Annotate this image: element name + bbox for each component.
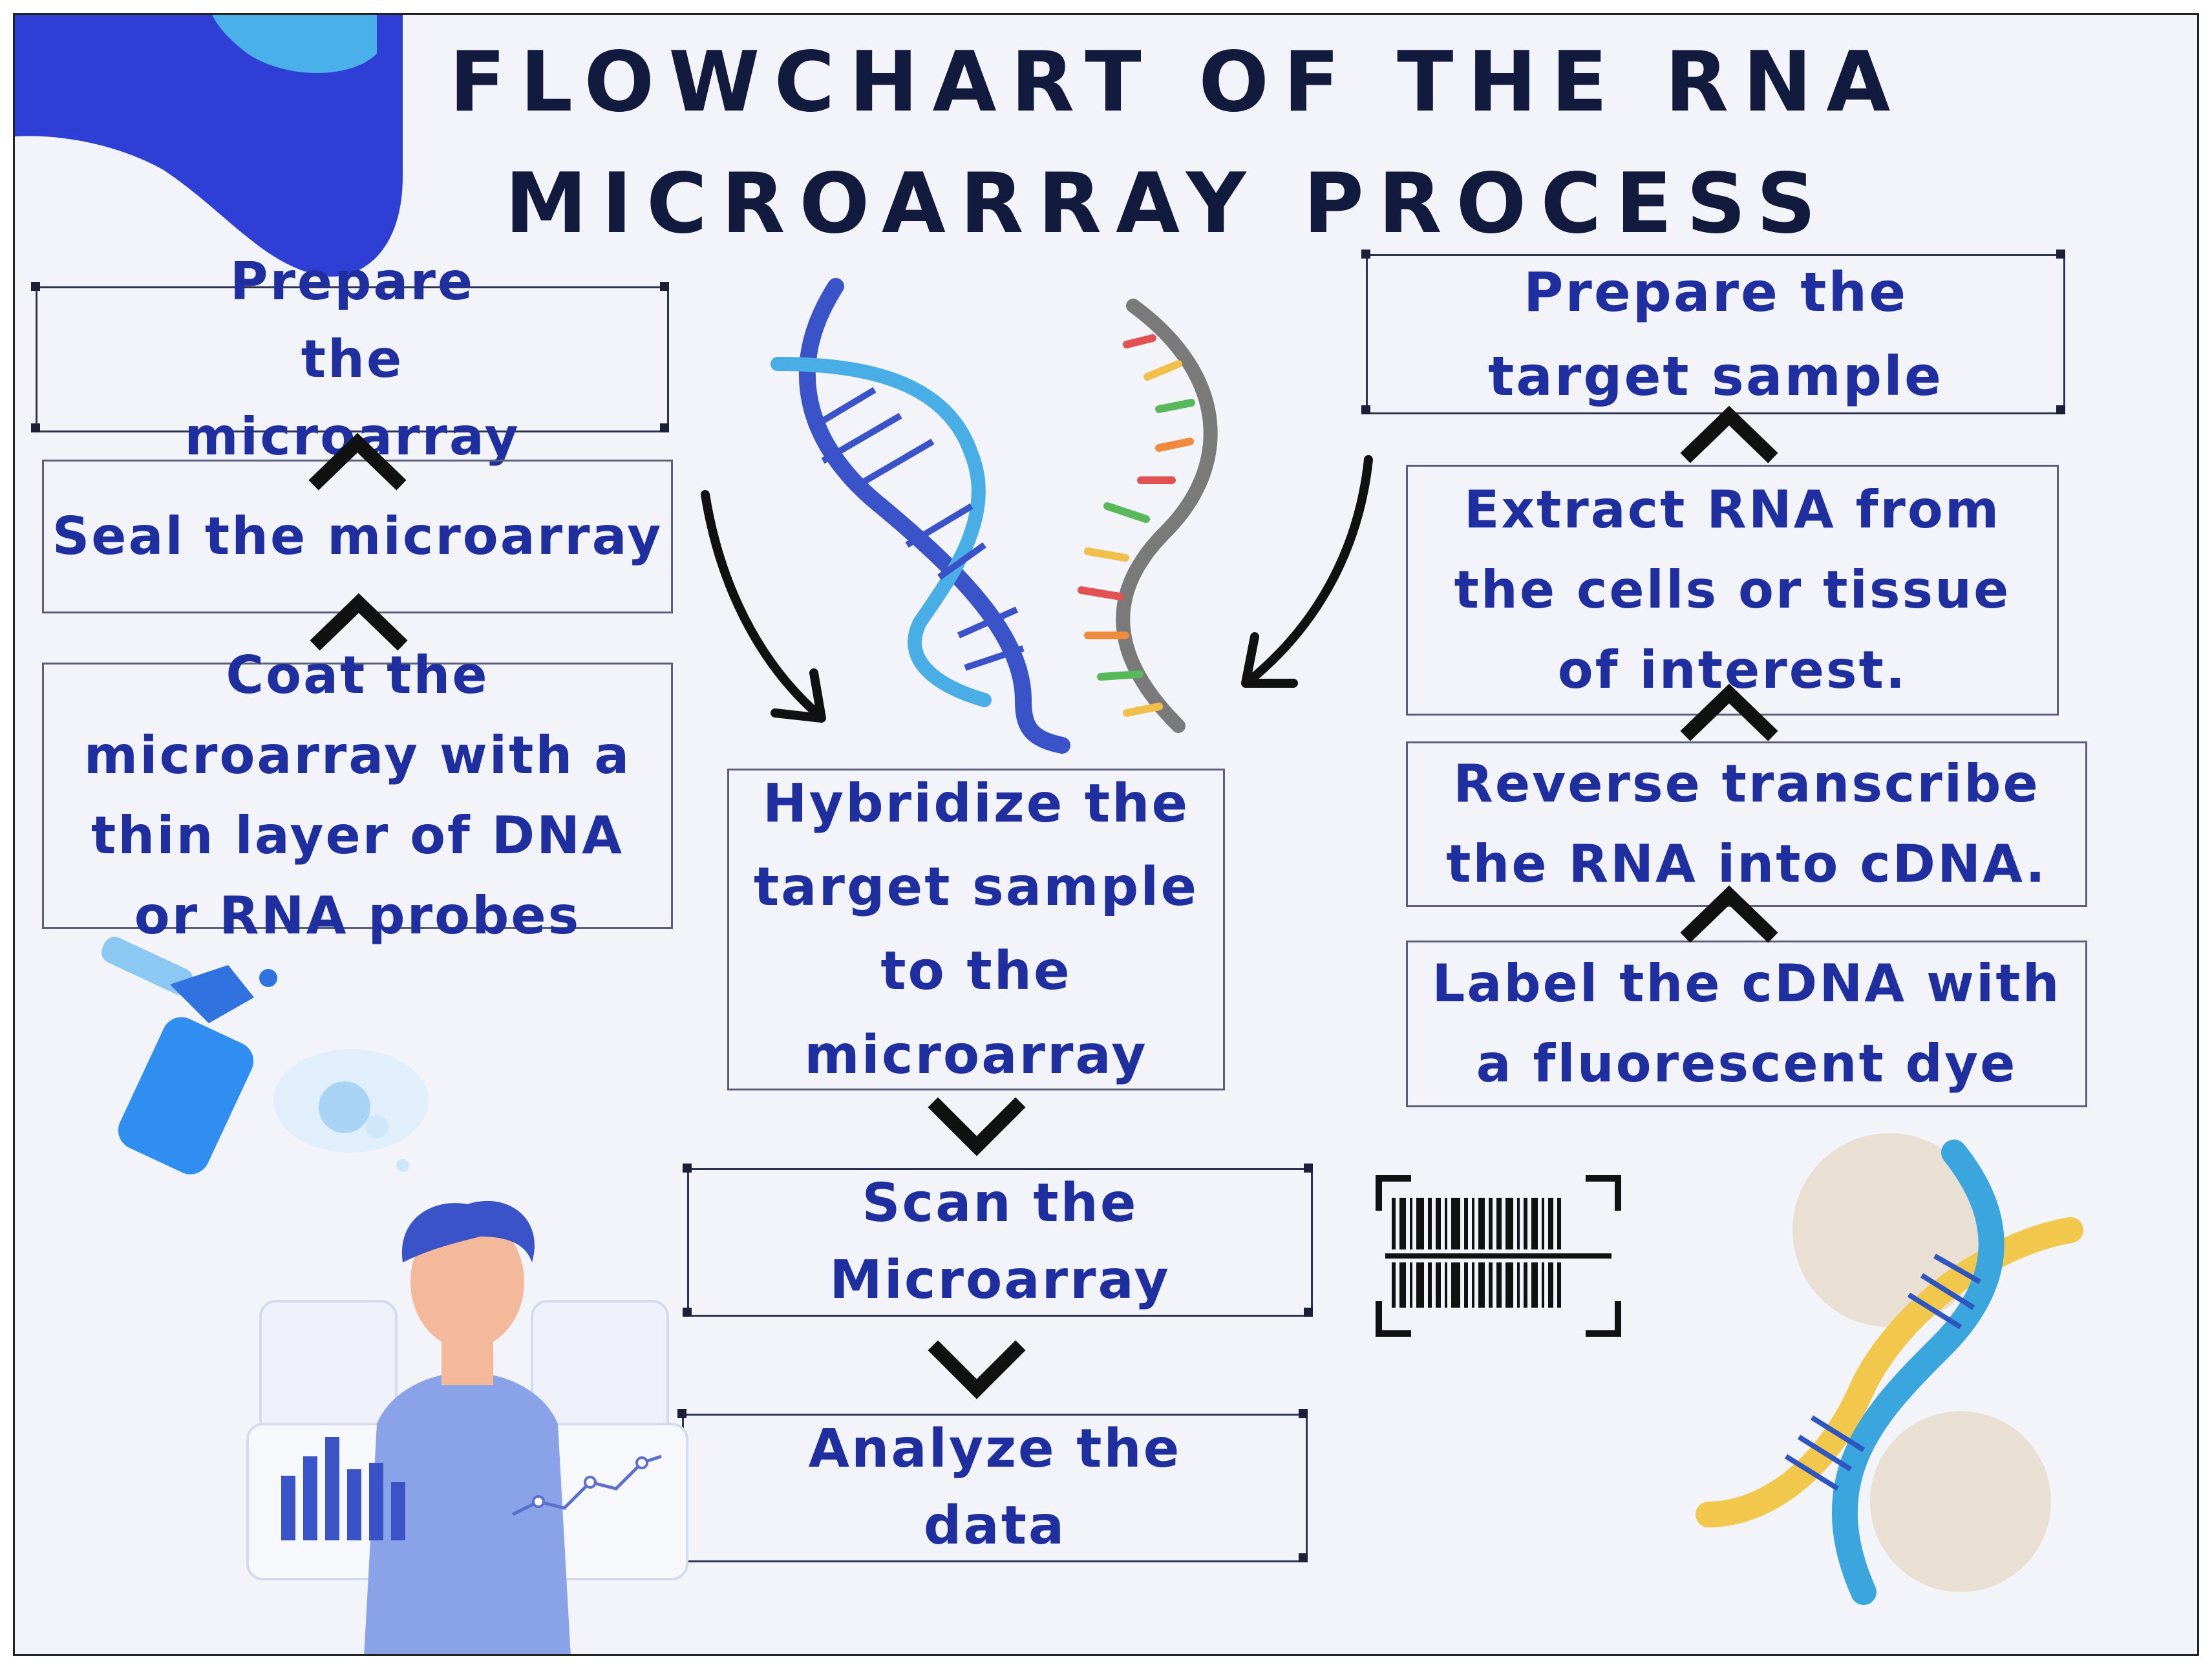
flowchart-canvas: FLOWCHART OF THE RNA MICROARRAY PROCESS … bbox=[13, 13, 2199, 1656]
step-reverse-transcribe-label: Reverse transcribe the RNA into cDNA. bbox=[1446, 754, 2047, 894]
barcode-icon bbox=[1376, 1175, 1621, 1337]
spray-bottle-icon bbox=[101, 937, 429, 1175]
chevron-down-icon bbox=[928, 1097, 1026, 1156]
step-scan-label: Scan the Microarray bbox=[829, 1173, 1171, 1311]
step-label-cdna: Label the cDNA with a fluorescent dye bbox=[1406, 941, 2087, 1107]
rna-strand-icon bbox=[1078, 299, 1218, 733]
step-label-cdna-label: Label the cDNA with a fluorescent dye bbox=[1432, 953, 2061, 1094]
step-hybridize: Hybridize the target sample to the micro… bbox=[727, 769, 1225, 1090]
step-prepare-target-label: Prepare the target sample bbox=[1488, 260, 1943, 408]
step-analyze-label: Analyze the data bbox=[808, 1418, 1182, 1557]
step-prepare-microarray-label: Prepare the microarray bbox=[184, 251, 520, 467]
step-seal-microarray: Seal the microarray bbox=[42, 460, 673, 613]
diagram-graphics bbox=[101, 278, 2083, 1654]
step-seal-microarray-label: Seal the microarray bbox=[52, 506, 663, 566]
chevron-up-icon bbox=[1680, 683, 1778, 741]
chevron-up-icon bbox=[1680, 885, 1778, 943]
dna-gold-icon bbox=[1696, 1133, 2083, 1605]
step-coat-microarray-label: Coat the microarray with a thin layer of… bbox=[83, 645, 632, 946]
blob-decoration bbox=[15, 15, 403, 277]
step-prepare-target: Prepare the target sample bbox=[1366, 254, 2065, 414]
chevron-up-icon bbox=[308, 432, 407, 491]
step-hybridize-label: Hybridize the target sample to the micro… bbox=[753, 772, 1199, 1086]
chevron-down-icon bbox=[928, 1340, 1026, 1399]
step-prepare-microarray: Prepare the microarray bbox=[36, 251, 669, 467]
step-scan: Scan the Microarray bbox=[687, 1168, 1313, 1317]
step-extract-rna-label: Extract RNA from the cells or tissue of … bbox=[1454, 480, 2011, 700]
title-line-2: MICROARRAY PROCESS bbox=[505, 156, 1831, 252]
arrow-right-down-icon bbox=[701, 490, 826, 723]
step-analyze: Analyze the data bbox=[682, 1414, 1308, 1562]
step-coat-microarray: Coat the microarray with a thin layer of… bbox=[42, 645, 673, 946]
dna-helix-icon bbox=[771, 278, 1070, 754]
scientist-illustration bbox=[246, 1200, 688, 1654]
arrow-left-down-icon bbox=[1241, 455, 1373, 688]
chevron-up-icon bbox=[1680, 405, 1778, 463]
step-reverse-transcribe: Reverse transcribe the RNA into cDNA. bbox=[1406, 741, 2087, 907]
title-line-1: FLOWCHART OF THE RNA bbox=[449, 34, 1905, 131]
step-extract-rna: Extract RNA from the cells or tissue of … bbox=[1406, 465, 2059, 716]
chevron-up-icon bbox=[310, 593, 408, 651]
